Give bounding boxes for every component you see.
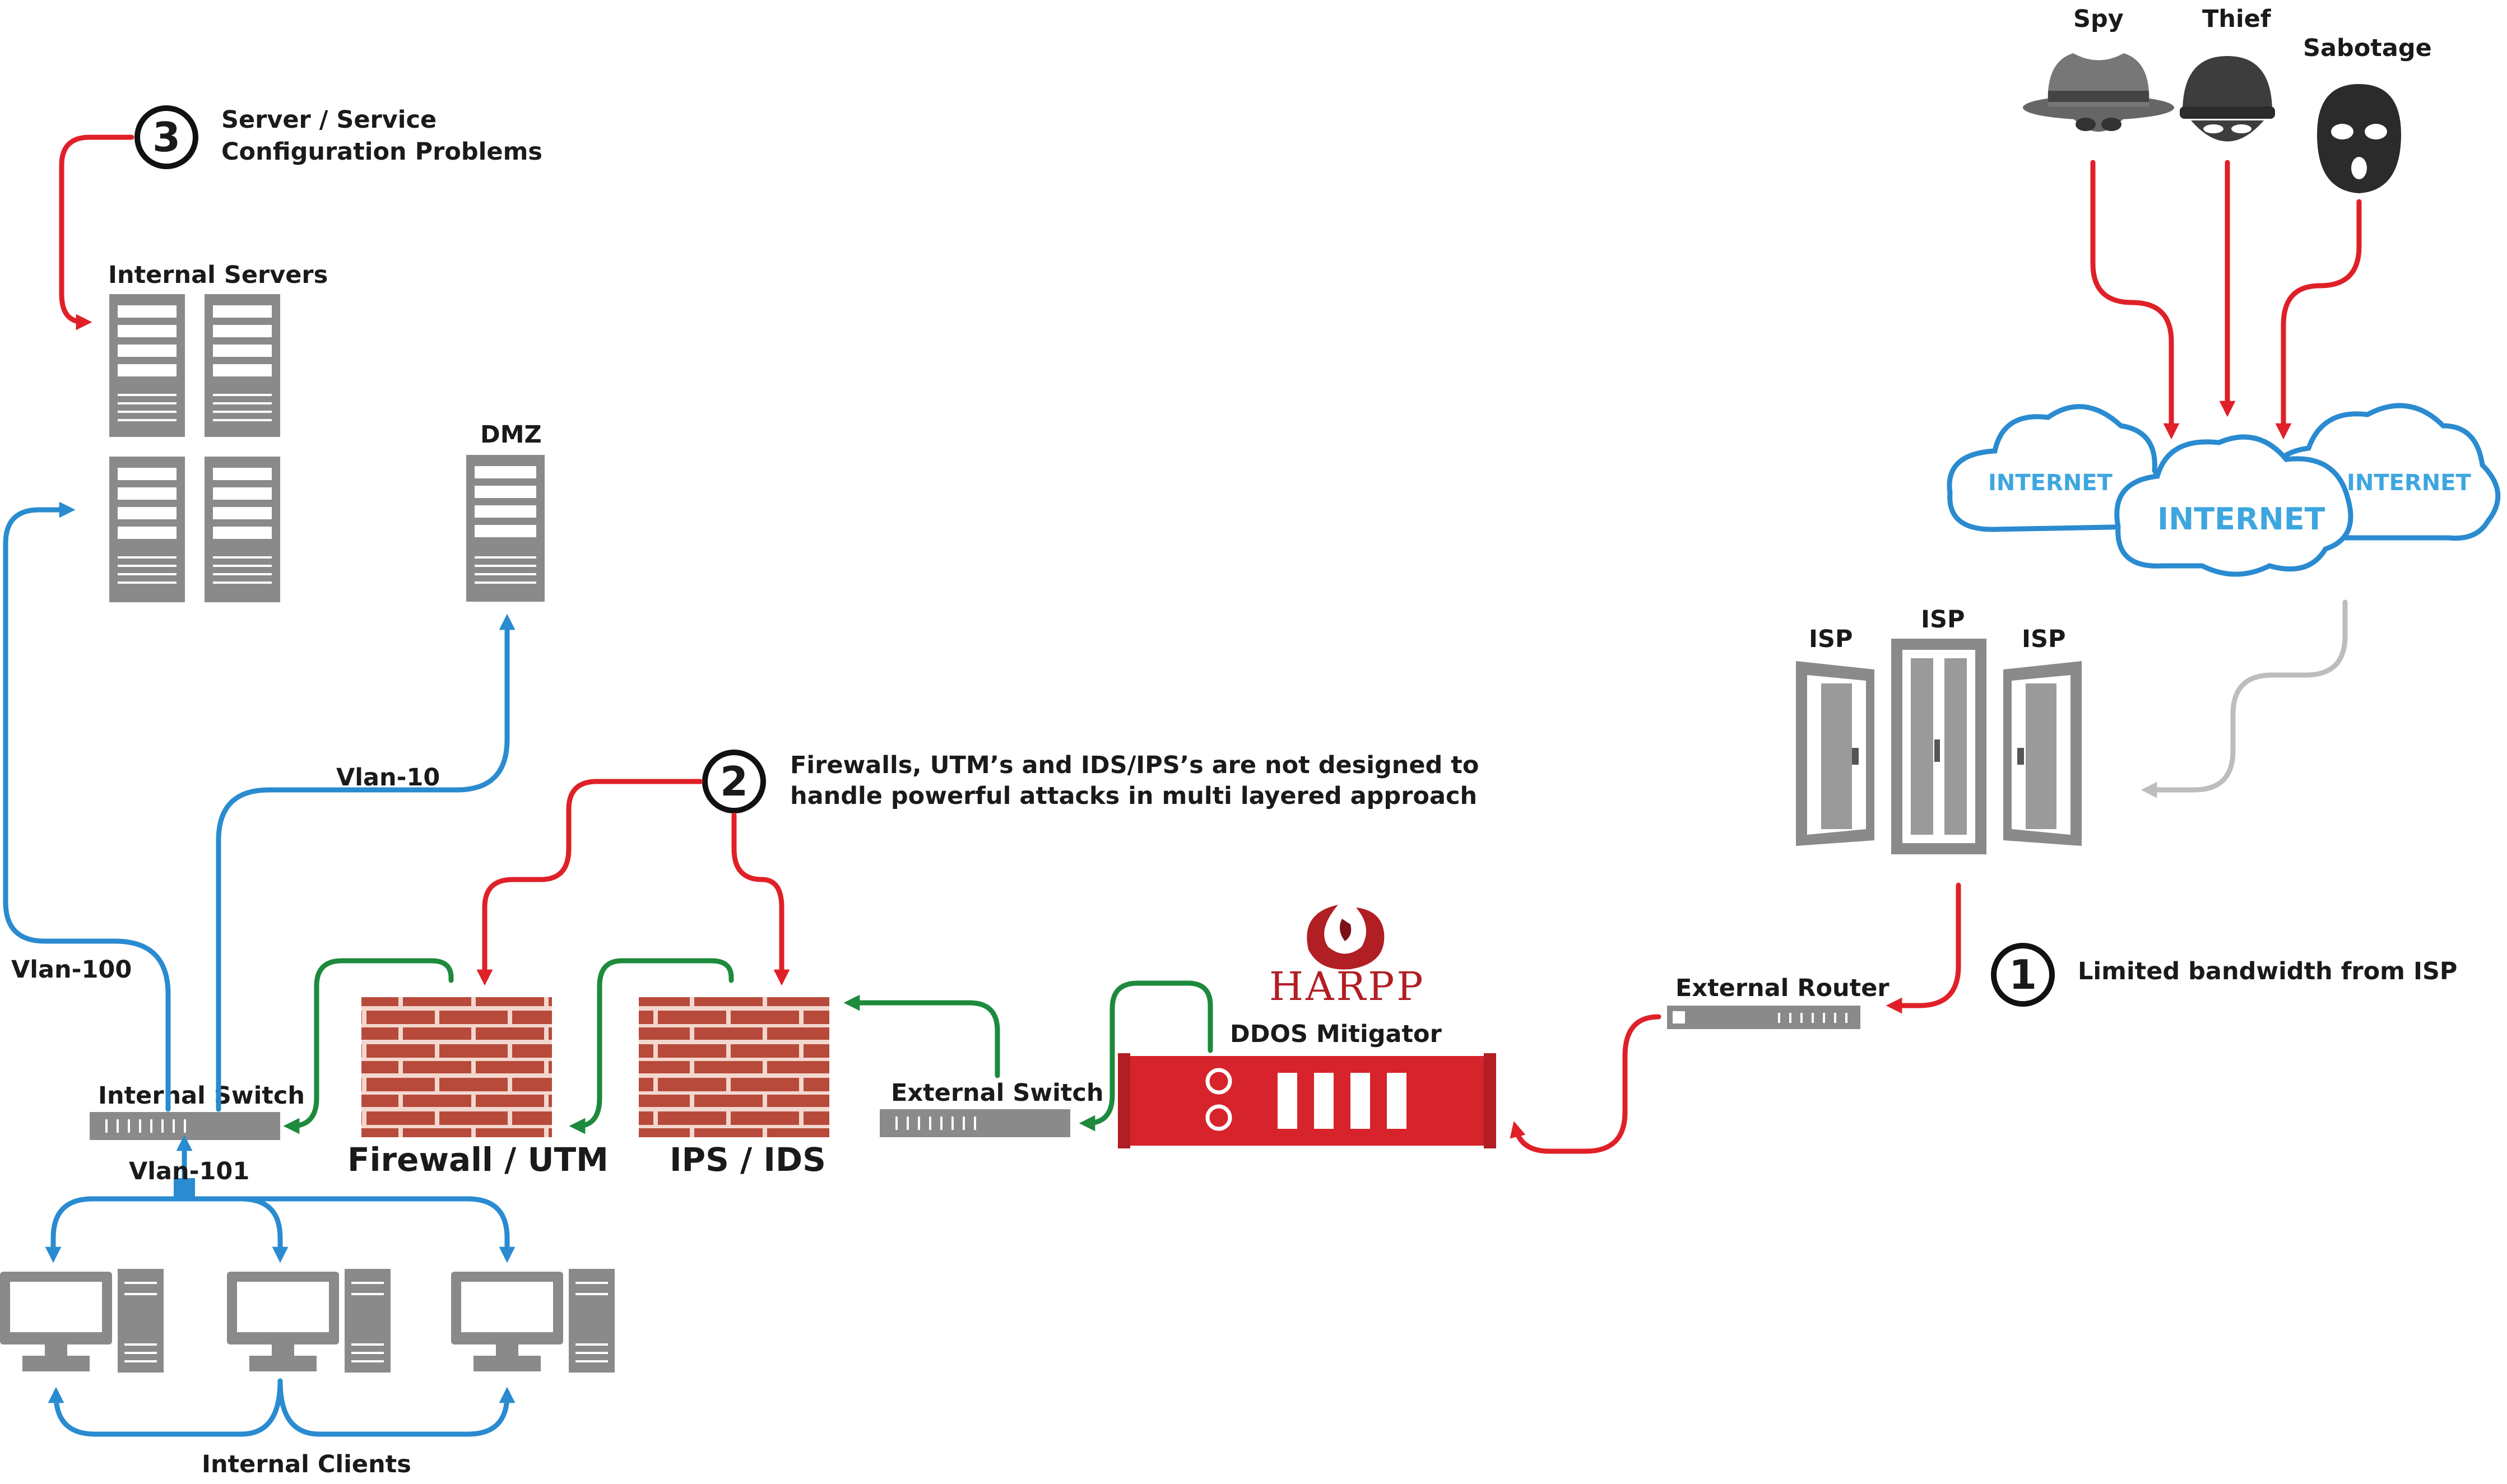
dmz-group: DMZ bbox=[466, 421, 545, 602]
callout-two-line2: handle powerful attacks in multi layered… bbox=[790, 782, 1477, 810]
callout-three-circle bbox=[134, 105, 198, 169]
internal-switch-label: Internal Switch bbox=[98, 1082, 305, 1110]
vlan10-to-dmz-arrow bbox=[216, 613, 516, 1112]
spy-icon bbox=[2023, 53, 2174, 132]
server-rack-icon-1 bbox=[109, 294, 185, 437]
callout-two: 2 Firewalls, UTM’s and IDS/IPS’s are not… bbox=[702, 750, 1479, 813]
internet-label-left: INTERNET bbox=[1988, 470, 2113, 496]
harpp-phoenix-logo-icon bbox=[1307, 905, 1385, 970]
callout-one-circle bbox=[1991, 943, 2055, 1007]
firewall-utm-group: Firewall / UTM bbox=[347, 997, 609, 1179]
vlan101-label: Vlan-101 bbox=[129, 1157, 249, 1185]
callout-two-circle bbox=[702, 750, 766, 813]
dmz-server-icon bbox=[466, 455, 545, 602]
internal-clients-label: Internal Clients bbox=[202, 1450, 411, 1478]
isp-label-right: ISP bbox=[2022, 625, 2065, 653]
isp-group: ISP ISP ISP bbox=[1796, 606, 2082, 854]
external-router-label: External Router bbox=[1675, 974, 1889, 1002]
vlan101-group: Vlan-101 bbox=[129, 1134, 249, 1199]
internal-switch-group: Internal Switch bbox=[90, 1082, 305, 1140]
isp-door-right-icon bbox=[2003, 661, 2082, 846]
vlan100-to-servers-arrow bbox=[3, 501, 171, 1112]
external-switch-label: External Switch bbox=[891, 1079, 1103, 1107]
clients-interconnect-arrow-right bbox=[277, 1378, 516, 1437]
callout-two-line1: Firewalls, UTM’s and IDS/IPS’s are not d… bbox=[790, 751, 1479, 779]
ddos-mitigator-label: DDOS Mitigator bbox=[1230, 1020, 1442, 1048]
callout-one-text: Limited bandwidth from ISP bbox=[2078, 957, 2457, 985]
callout-two-to-firewall-arrow bbox=[476, 779, 703, 986]
external-switch-group: External Switch bbox=[880, 1079, 1103, 1137]
firewall-utm-label: Firewall / UTM bbox=[347, 1141, 609, 1179]
thief-label: Thief bbox=[2202, 5, 2272, 33]
ips-to-firewall-arrow bbox=[569, 958, 734, 1134]
internal-clients-group: Internal Clients bbox=[0, 1269, 615, 1478]
spy-label: Spy bbox=[2073, 5, 2124, 33]
client-pc-icon-1 bbox=[0, 1269, 164, 1373]
external-router-icon bbox=[1667, 1006, 1860, 1029]
callout-two-to-ips-arrow bbox=[731, 812, 790, 986]
client-pc-icon-2 bbox=[227, 1269, 391, 1373]
internet-cloud-left bbox=[1947, 404, 2165, 532]
callout-three-line2: Configuration Problems bbox=[221, 138, 542, 166]
internal-servers-group: Internal Servers bbox=[108, 261, 328, 602]
isp-door-center-icon bbox=[1891, 639, 1986, 854]
sabotage-attack-arrow bbox=[2275, 199, 2362, 440]
server-rack-icon-2 bbox=[205, 294, 280, 437]
sabotage-group: Sabotage bbox=[2303, 34, 2432, 193]
vlan100-label: Vlan-100 bbox=[11, 956, 132, 984]
isp-label-center: ISP bbox=[1921, 606, 1965, 634]
ddos-mitigator-group: HARPP DDOS Mitigator bbox=[1118, 905, 1496, 1148]
dmz-label: DMZ bbox=[480, 421, 542, 449]
spy-group: Spy bbox=[2023, 5, 2174, 132]
vlan10-label: Vlan-10 bbox=[336, 764, 440, 792]
callout-one: 1 Limited bandwidth from ISP bbox=[1991, 943, 2457, 1007]
ddos-to-external-switch-arrow bbox=[1079, 980, 1213, 1132]
internet-to-isp-arrow bbox=[2141, 599, 2348, 798]
sabotage-label: Sabotage bbox=[2303, 34, 2432, 62]
sabotage-mask-icon bbox=[2317, 84, 2401, 193]
clients-interconnect-arrow-left bbox=[48, 1378, 283, 1437]
isp-label-left: ISP bbox=[1809, 625, 1853, 653]
thief-icon bbox=[2180, 56, 2275, 142]
thief-group: Thief bbox=[2180, 5, 2275, 142]
external-switch-icon bbox=[880, 1109, 1070, 1137]
server-rack-icon-3 bbox=[109, 457, 185, 602]
ips-ids-label: IPS / IDS bbox=[670, 1141, 826, 1179]
firewall-utm-icon bbox=[361, 997, 552, 1137]
ips-ids-group: IPS / IDS bbox=[639, 997, 829, 1179]
callout-three-line1: Server / Service bbox=[221, 106, 437, 134]
isp-door-left-icon bbox=[1796, 661, 1874, 846]
callout-three: 3 Server / Service Configuration Problem… bbox=[134, 105, 542, 169]
external-switch-to-ips-arrow bbox=[843, 994, 1000, 1078]
spy-attack-arrow bbox=[2090, 160, 2180, 440]
ddos-mitigator-appliance-icon bbox=[1118, 1053, 1496, 1148]
vlan101-to-client-2-arrow bbox=[182, 1196, 289, 1263]
callout-one-number: 1 bbox=[2009, 951, 2037, 998]
vlan101-to-client-1-arrow bbox=[45, 1196, 187, 1263]
internet-clouds: INTERNET INTERNET INTERNET bbox=[1947, 403, 2501, 577]
internet-cloud-center bbox=[2114, 434, 2353, 577]
vlan101-to-client-3-arrow bbox=[182, 1196, 516, 1263]
callout-two-number: 2 bbox=[720, 758, 748, 805]
external-router-group: External Router bbox=[1667, 974, 1889, 1029]
internal-servers-label: Internal Servers bbox=[108, 261, 328, 289]
firewall-to-internal-switch-arrow bbox=[283, 958, 454, 1134]
callout-three-to-servers-arrow bbox=[59, 134, 134, 331]
ips-ids-firewall-icon bbox=[639, 997, 829, 1137]
internet-label-right: INTERNET bbox=[2347, 470, 2472, 496]
isp-to-router-arrow bbox=[1886, 882, 1961, 1014]
client-pc-icon-3 bbox=[451, 1269, 615, 1373]
internal-switch-icon bbox=[90, 1112, 280, 1140]
server-rack-icon-4 bbox=[205, 457, 280, 602]
vlan101-port-icon bbox=[174, 1178, 195, 1199]
callout-three-number: 3 bbox=[152, 114, 180, 161]
internet-label-center: INTERNET bbox=[2157, 501, 2325, 537]
harpp-brand: HARPP bbox=[1269, 964, 1426, 1010]
router-to-ddos-arrow bbox=[1510, 1014, 1661, 1154]
